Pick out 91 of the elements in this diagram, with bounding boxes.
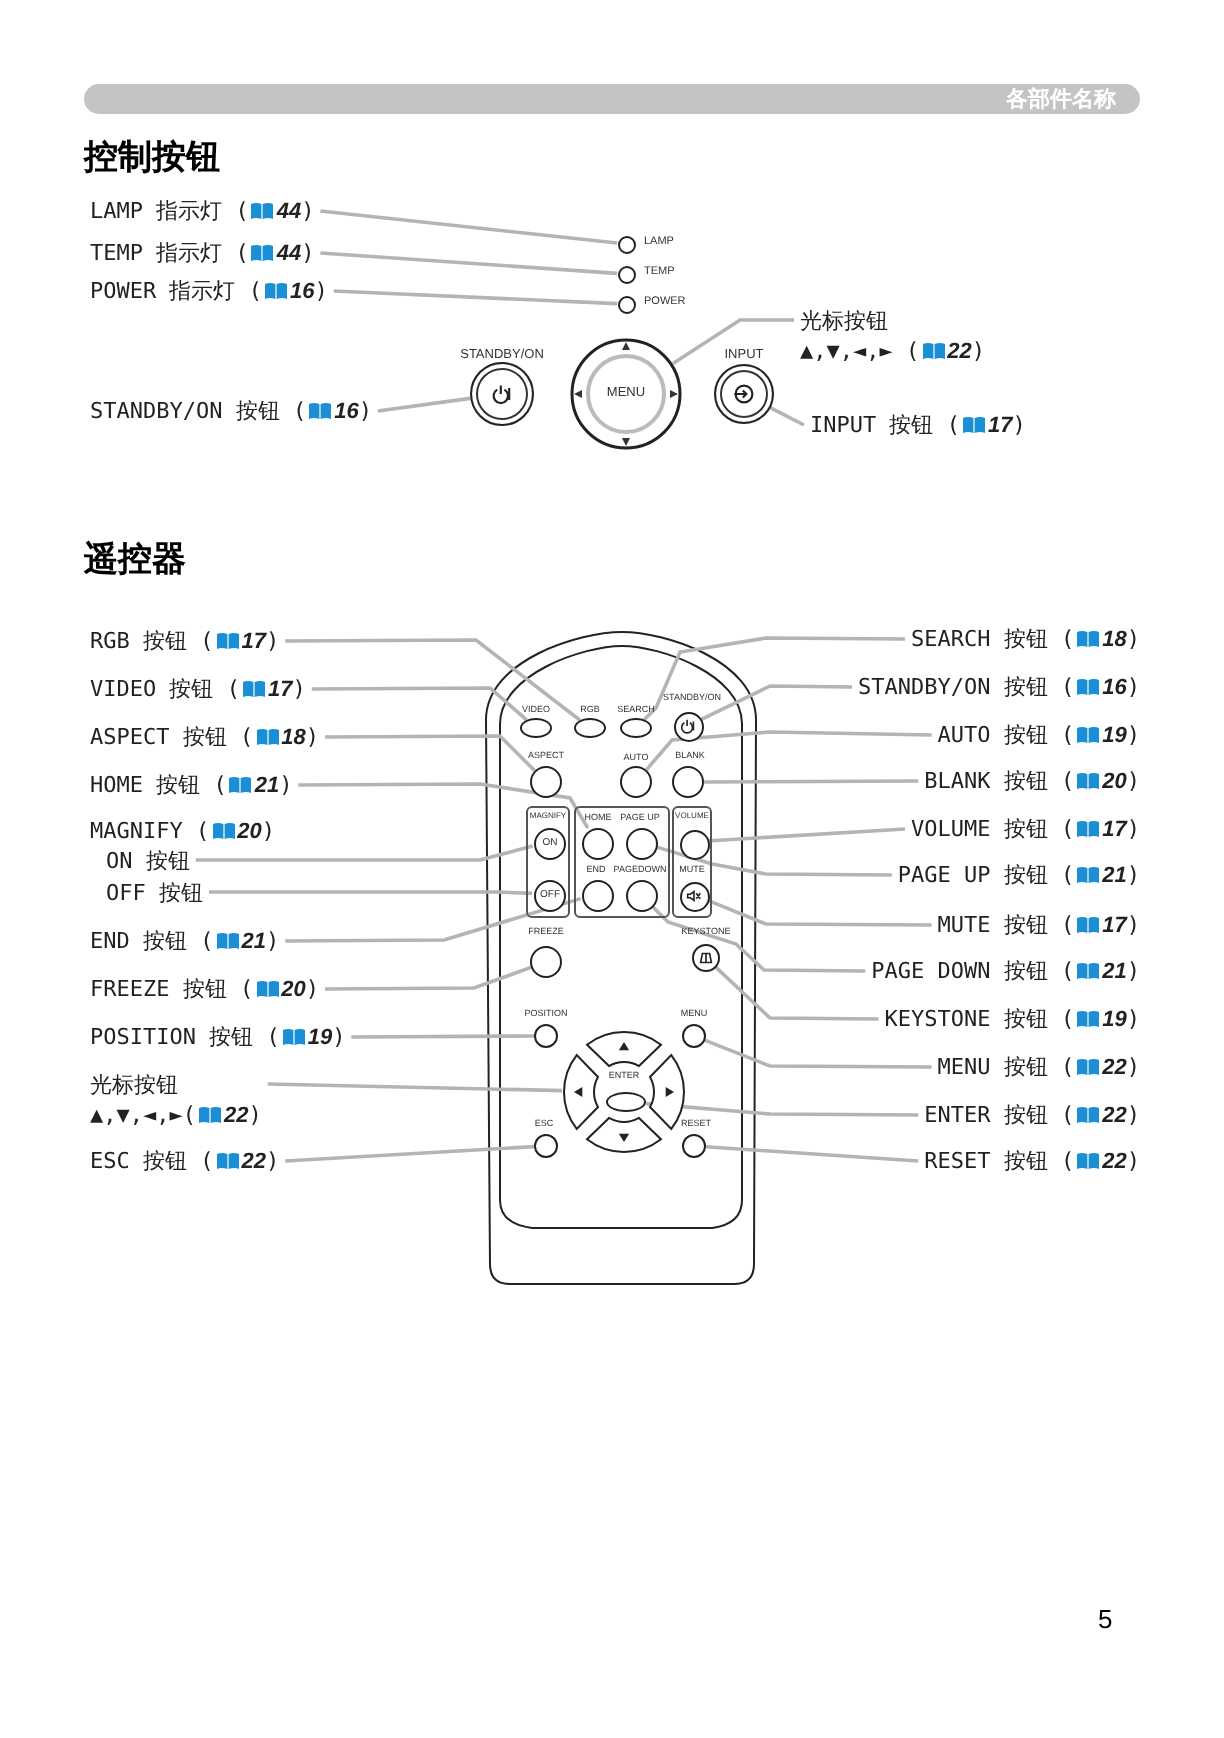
leader-line — [311, 686, 528, 722]
leader-line — [650, 904, 866, 973]
leader-line — [285, 1144, 535, 1163]
round-button — [682, 1134, 706, 1158]
callout-text: HOME 按钮 (21) — [90, 769, 293, 801]
callout-text: KEYSTONE 按钮 (19) — [884, 1003, 1140, 1035]
power-button — [470, 362, 534, 426]
oval-button — [620, 718, 652, 738]
leader-line — [333, 289, 618, 306]
callout-text: ASPECT 按钮 (18) — [90, 721, 319, 753]
leader-line — [643, 636, 905, 721]
callout-text: STANDBY/ON 按钮 (16) — [858, 671, 1140, 703]
callout-text: VOLUME 按钮 (17) — [911, 813, 1140, 845]
input-button — [714, 364, 774, 424]
callout-text: PAGE UP 按钮 (21) — [897, 859, 1140, 891]
callout-text: FREEZE 按钮 (20) — [90, 973, 319, 1005]
callout-text: ▲,▼,◄,► (22) — [800, 335, 985, 367]
leader-line — [325, 734, 536, 772]
round-button — [620, 766, 652, 798]
mute-button — [679, 881, 709, 911]
callout-text: INPUT 按钮 (17) — [810, 409, 1026, 441]
button-group — [574, 806, 670, 918]
callout-text: ▲,▼,◄,►(22) — [90, 1099, 262, 1131]
indicator-light — [617, 265, 635, 283]
leader-line — [320, 209, 618, 245]
leader-line — [704, 1038, 932, 1069]
indicator-light — [617, 235, 635, 253]
power-button — [673, 711, 703, 741]
callout-text: 光标按钮 — [800, 305, 890, 335]
callout-text: ESC 按钮 (22) — [90, 1145, 280, 1177]
round-button — [582, 828, 614, 860]
callout-text: 光标按钮 — [90, 1069, 180, 1099]
header-bar: 各部件名称 — [84, 84, 1140, 114]
callout-text: ENTER 按钮 (22) — [924, 1099, 1140, 1131]
leader-line — [209, 890, 533, 896]
leader-line — [700, 684, 853, 721]
leader-line — [706, 827, 906, 843]
callout-text: POSITION 按钮 (19) — [90, 1021, 346, 1053]
leader-line — [704, 779, 919, 784]
round-button — [626, 828, 658, 860]
leader-line — [705, 1145, 919, 1163]
callout-text: SEARCH 按钮 (18) — [911, 623, 1140, 655]
callout-text: MUTE 按钮 (17) — [937, 909, 1140, 941]
callout-text: MAGNIFY (20) — [90, 816, 275, 848]
callout-text: AUTO 按钮 (19) — [937, 719, 1140, 751]
callout-text: POWER 指示灯 (16) — [90, 275, 328, 307]
callout-text: VIDEO 按钮 (17) — [90, 673, 306, 705]
leader-line — [285, 638, 582, 722]
callout-text: OFF 按钮 — [106, 877, 203, 907]
button-group — [672, 806, 712, 918]
oval-button — [520, 718, 552, 738]
callout-text: PAGE DOWN 按钮 (21) — [871, 955, 1140, 987]
callout-text: MENU 按钮 (22) — [937, 1051, 1140, 1083]
oval-button — [574, 718, 606, 738]
round-button — [534, 1134, 558, 1158]
leader-line — [325, 965, 532, 991]
round-button — [682, 1024, 706, 1048]
leader-line — [654, 844, 892, 877]
section-heading: 控制按钮 — [84, 136, 220, 180]
round-button — [679, 829, 709, 859]
callout-text: STANDBY/ON 按钮 (16) — [90, 395, 372, 427]
callout-text: LAMP 指示灯 (44) — [90, 195, 315, 227]
callout-text: TEMP 指示灯 (44) — [90, 237, 315, 269]
leader-line — [285, 896, 582, 943]
leader-line — [645, 730, 932, 771]
leader-line — [672, 318, 794, 366]
callout-text: ON 按钮 — [106, 845, 190, 875]
round-button — [672, 766, 704, 798]
callout-text: BLANK 按钮 (20) — [924, 765, 1140, 797]
round-button — [626, 880, 658, 912]
round-button — [530, 946, 562, 978]
leader-line — [320, 251, 618, 276]
section-heading: 遥控器 — [84, 538, 186, 582]
keystone-button — [692, 944, 720, 972]
leader-line — [267, 1082, 563, 1093]
callout-text: RGB 按钮 (17) — [90, 625, 280, 657]
round-button — [582, 880, 614, 912]
leader-line — [351, 1034, 534, 1039]
callout-text: RESET 按钮 (22) — [924, 1145, 1140, 1177]
leader-line — [714, 966, 879, 1021]
enter-button — [606, 1092, 646, 1112]
leader-line — [769, 406, 805, 427]
leader-line — [645, 1101, 919, 1117]
leader-line — [298, 782, 590, 830]
button-group — [526, 806, 570, 918]
round-button — [534, 1024, 558, 1048]
leader-line — [377, 396, 471, 413]
indicator-light — [617, 295, 635, 313]
round-button — [530, 766, 562, 798]
page-number: 5 — [1098, 1604, 1113, 1634]
callout-text: END 按钮 (21) — [90, 925, 280, 957]
